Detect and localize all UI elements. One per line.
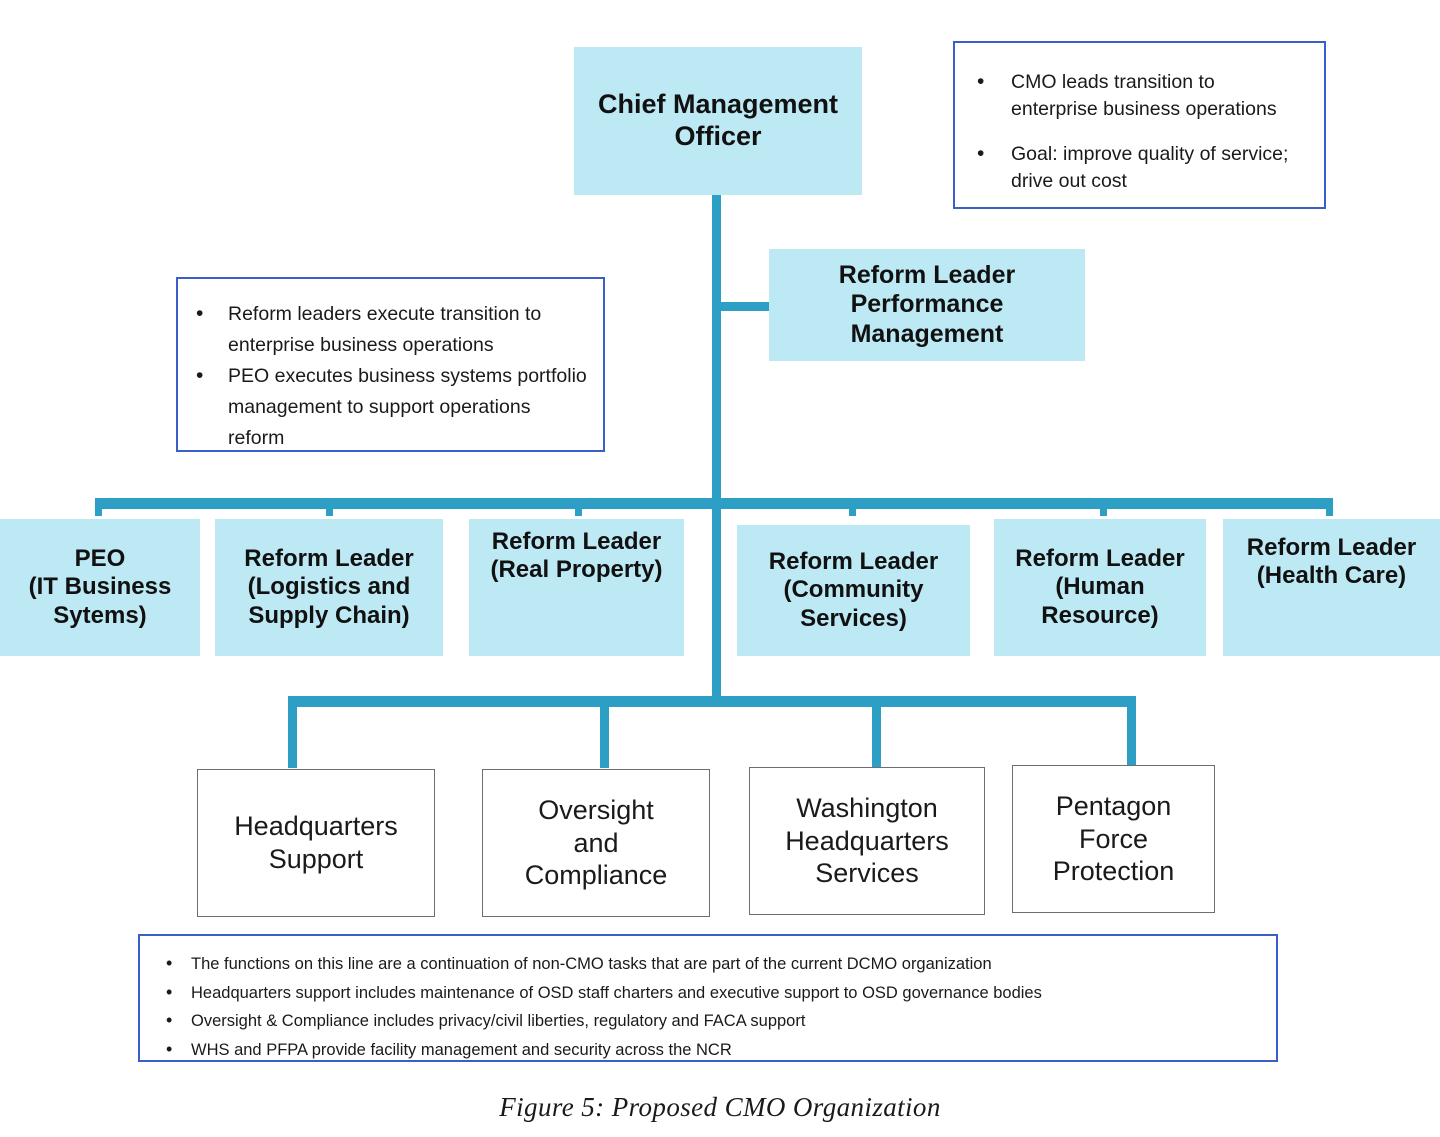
callout-reform-notes: Reform leaders execute transition to ent… bbox=[176, 277, 605, 452]
node-rl5-line2: (Health Care) bbox=[1256, 562, 1407, 590]
callout-cmo-notes: CMO leads transition to enterprise busin… bbox=[953, 41, 1326, 209]
node-sf1-line3: Compliance bbox=[524, 860, 668, 891]
callout-notes-bullet-4: WHS and PFPA provide facility management… bbox=[166, 1037, 1266, 1060]
node-peo-it-business-systems[interactable]: PEO (IT Business Sytems) bbox=[0, 519, 200, 656]
node-sf3-line2: Force bbox=[1078, 823, 1148, 854]
connector-support-drop-4 bbox=[1127, 696, 1136, 768]
callout-notes-bullet-1: The functions on this line are a continu… bbox=[166, 951, 1266, 978]
connector-bus-drop-2 bbox=[326, 503, 333, 516]
callout-notes-bullet-3: Oversight & Compliance includes privacy/… bbox=[166, 1008, 1266, 1035]
connector-reform-bus bbox=[95, 498, 1333, 509]
node-rl4-line1: Reform Leader bbox=[1015, 545, 1185, 573]
callout-reform-bullet-2: PEO executes business systems portfolio … bbox=[196, 360, 589, 450]
node-sf1-line2: and bbox=[573, 827, 619, 858]
node-reform-leader-health-care[interactable]: Reform Leader (Health Care) bbox=[1223, 519, 1440, 656]
node-rl4-line2: (Human bbox=[1055, 573, 1145, 601]
connector-bus-drop-3 bbox=[575, 503, 582, 516]
node-sf2-line2: Headquarters bbox=[785, 825, 949, 856]
connector-staff-stub bbox=[716, 302, 774, 311]
node-rl0-line1: PEO bbox=[74, 545, 126, 573]
node-washington-headquarters-services[interactable]: Washington Headquarters Services bbox=[749, 767, 985, 915]
node-reform-leader-performance-management[interactable]: Reform Leader Performance Management bbox=[769, 249, 1085, 361]
connector-bus-drop-1 bbox=[95, 498, 102, 516]
node-sf2-line3: Services bbox=[815, 858, 919, 889]
node-root-line1: Chief Management bbox=[597, 89, 839, 120]
node-sf2-line1: Washington bbox=[796, 792, 938, 823]
node-staff-line2: Performance bbox=[850, 290, 1004, 319]
node-rl3-line1: Reform Leader bbox=[768, 548, 939, 576]
node-rl1-line2: (Logistics and bbox=[247, 573, 411, 601]
connector-trunk-vertical bbox=[712, 195, 721, 705]
connector-support-bar bbox=[288, 696, 1136, 707]
node-rl0-line3: Sytems) bbox=[53, 601, 147, 629]
node-chief-management-officer[interactable]: Chief Management Officer bbox=[574, 47, 862, 195]
node-oversight-and-compliance[interactable]: Oversight and Compliance bbox=[482, 769, 710, 917]
figure-caption: Figure 5: Proposed CMO Organization bbox=[499, 1092, 941, 1122]
node-rl2-line1: Reform Leader bbox=[491, 528, 662, 555]
node-staff-line1: Reform Leader bbox=[838, 260, 1016, 289]
connector-support-drop-2 bbox=[600, 696, 609, 768]
node-staff-line3: Management bbox=[850, 319, 1004, 348]
callout-notes-bullet-2: Headquarters support includes maintenanc… bbox=[166, 980, 1266, 1007]
node-root-line2: Officer bbox=[674, 121, 762, 151]
callout-cmo-bullet-2: Goal: improve quality of service; drive … bbox=[977, 140, 1306, 195]
node-rl5-line1: Reform Leader bbox=[1246, 534, 1417, 561]
node-sf3-line1: Pentagon bbox=[1055, 790, 1172, 821]
node-reform-leader-community-services[interactable]: Reform Leader (Community Services) bbox=[737, 525, 970, 656]
node-reform-leader-real-property[interactable]: Reform Leader (Real Property) bbox=[469, 519, 684, 656]
node-reform-leader-logistics-supply-chain[interactable]: Reform Leader (Logistics and Supply Chai… bbox=[215, 519, 443, 656]
callout-reform-bullet-1: Reform leaders execute transition to ent… bbox=[196, 298, 589, 361]
node-rl3-line2: (Community bbox=[783, 576, 924, 604]
connector-support-drop-3 bbox=[872, 696, 881, 768]
callout-footer-notes: The functions on this line are a continu… bbox=[138, 934, 1278, 1062]
node-rl1-line1: Reform Leader bbox=[244, 545, 414, 573]
node-sf3-line3: Protection bbox=[1052, 856, 1175, 887]
node-rl2-line2: (Real Property) bbox=[490, 556, 663, 584]
node-reform-leader-human-resource[interactable]: Reform Leader (Human Resource) bbox=[994, 519, 1206, 656]
node-sf1-line1: Oversight bbox=[538, 794, 654, 825]
node-rl1-line3: Supply Chain) bbox=[248, 601, 410, 629]
node-rl4-line3: Resource) bbox=[1041, 601, 1159, 629]
node-pentagon-force-protection[interactable]: Pentagon Force Protection bbox=[1012, 765, 1215, 913]
connector-bus-drop-4 bbox=[849, 503, 856, 516]
node-sf0-line1: Headquarters bbox=[234, 811, 398, 842]
node-sf0-line2: Support bbox=[268, 844, 364, 874]
connector-support-drop-1 bbox=[288, 696, 297, 768]
node-rl0-line2: (IT Business bbox=[28, 573, 172, 601]
node-headquarters-support[interactable]: Headquarters Support bbox=[197, 769, 435, 917]
connector-bus-drop-5 bbox=[1100, 503, 1107, 516]
node-rl3-line3: Services) bbox=[800, 604, 907, 632]
callout-cmo-bullet-1: CMO leads transition to enterprise busin… bbox=[977, 68, 1306, 123]
connector-bus-drop-6 bbox=[1326, 498, 1333, 516]
